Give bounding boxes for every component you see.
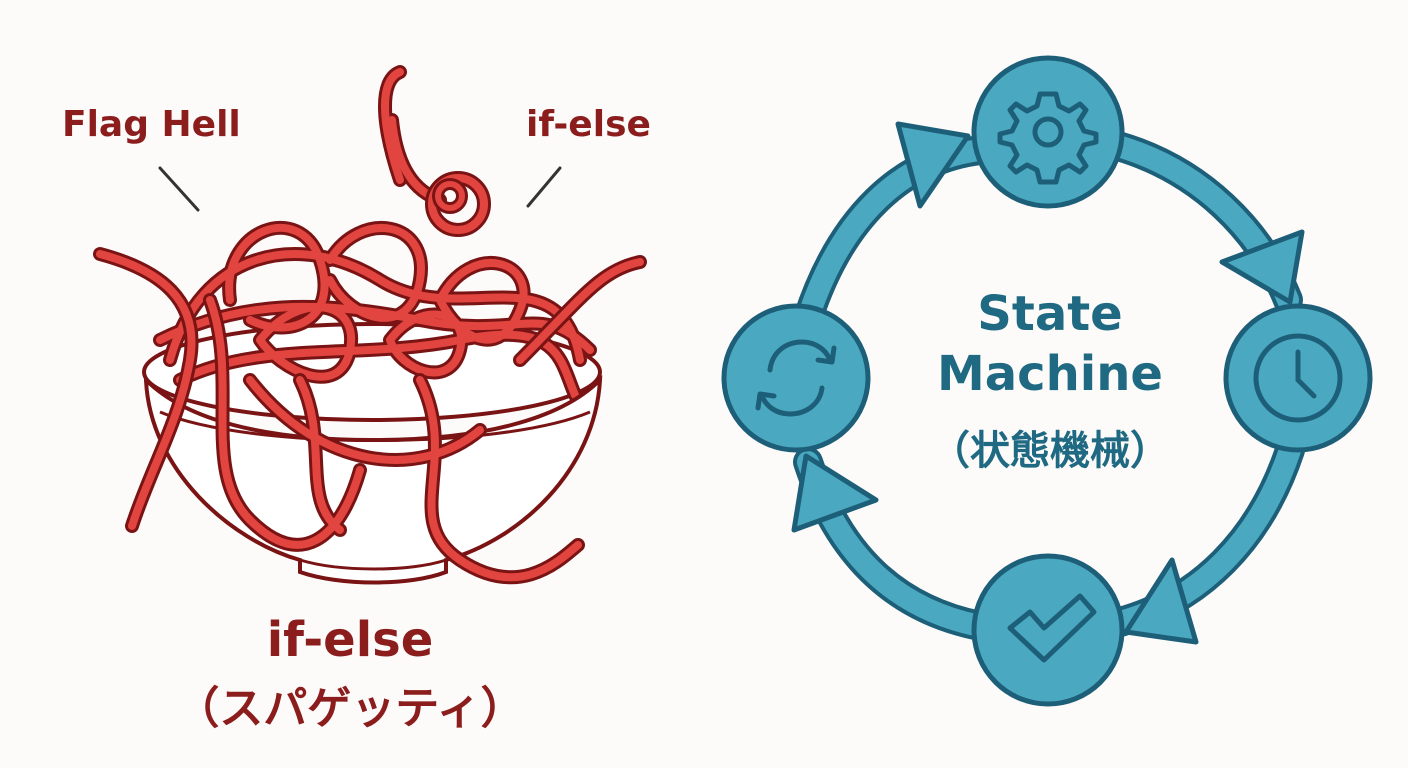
spaghetti-illustration xyxy=(93,65,647,585)
callout-line-if-else xyxy=(526,166,562,208)
noodle-knot xyxy=(425,171,491,237)
callout-flag-hell: Flag Hell xyxy=(62,104,241,145)
state-machine-illustration xyxy=(721,55,1373,707)
callout-if-else: if-else xyxy=(526,104,651,145)
state-machine-title-line1: State xyxy=(977,286,1123,342)
arrow-to-gear xyxy=(895,121,971,209)
spaghetti-caption-subtitle: （スパゲッティ） xyxy=(175,683,525,734)
spaghetti-caption-title: if-else xyxy=(266,612,434,668)
state-node-gear xyxy=(971,55,1125,209)
state-machine-title-line3: （状態機械） xyxy=(930,428,1170,474)
state-node-check xyxy=(971,553,1125,707)
noodle-mass xyxy=(153,221,597,402)
cycle-arrowheads xyxy=(791,121,1305,645)
bowl-foot xyxy=(299,558,447,571)
state-machine-title-line2: Machine xyxy=(937,346,1163,402)
clock-icon xyxy=(1253,333,1343,423)
checkmark-icon xyxy=(1007,593,1097,663)
gear-icon xyxy=(997,91,1099,185)
bowl-inner-line xyxy=(159,410,591,442)
arrow-to-check xyxy=(1123,557,1199,645)
noodle-strands-front xyxy=(93,65,647,585)
state-node-clock xyxy=(1223,303,1373,453)
refresh-icon xyxy=(755,339,837,417)
callout-line-flag-hell xyxy=(158,166,200,212)
state-node-refresh xyxy=(721,303,871,453)
arrow-to-clock xyxy=(1219,229,1305,305)
arrow-to-refresh xyxy=(791,453,879,533)
